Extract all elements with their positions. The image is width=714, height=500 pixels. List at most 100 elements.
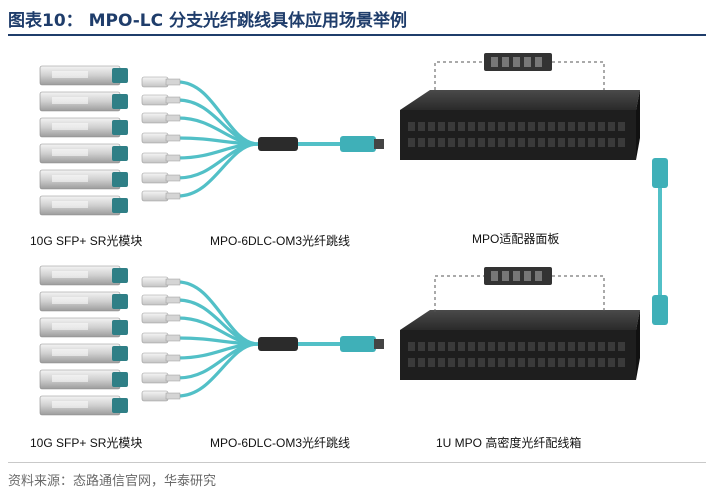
top-box-port <box>588 138 595 147</box>
top-box-port <box>608 122 615 131</box>
bottom-box-port <box>518 342 525 351</box>
bottom-sfp-latch <box>112 294 128 309</box>
top-box-port <box>488 138 495 147</box>
bottom-box-port <box>418 342 425 351</box>
bottom-box-port <box>438 358 445 367</box>
top-lc-boot <box>165 154 181 162</box>
bottom-box-port <box>478 358 485 367</box>
top-sfp-label-plate <box>52 97 88 104</box>
bottom-box-port <box>458 358 465 367</box>
bottom-box-port <box>478 342 485 351</box>
bottom-lc-boot <box>165 334 181 342</box>
top-sfp-label-plate <box>52 71 88 78</box>
right-mpo-top <box>652 158 668 188</box>
top-fiber-strand <box>177 80 259 146</box>
bottom-box-port <box>518 358 525 367</box>
bottom-box-port <box>598 358 605 367</box>
top-box-port <box>538 138 545 147</box>
bottom-rule <box>8 462 706 463</box>
top-sfp-latch <box>112 94 128 109</box>
bottom-box-port <box>548 342 555 351</box>
top-box-port <box>568 138 575 147</box>
top-box-port <box>468 122 475 131</box>
top-cable-assembly <box>39 65 384 216</box>
bottom-adapter-slot <box>491 271 498 281</box>
top-box-port <box>438 122 445 131</box>
top-box-port <box>418 138 425 147</box>
top-box-port <box>538 122 545 131</box>
top-box-port <box>488 122 495 131</box>
title-rule <box>8 34 706 36</box>
bottom-adapter-slot <box>513 271 520 281</box>
bottom-fanout-body <box>258 337 298 351</box>
bottom-lc-boot <box>165 374 181 382</box>
bottom-box-top <box>400 310 640 330</box>
top-box-port <box>518 122 525 131</box>
top-box-port <box>438 138 445 147</box>
bottom-box-port <box>568 358 575 367</box>
top-mpo-connector <box>340 136 376 152</box>
bottom-box-port <box>428 358 435 367</box>
bottom-box-port <box>618 342 625 351</box>
bottom-lc-boot <box>165 392 181 400</box>
top-box-port <box>498 122 505 131</box>
bottom-sfp-latch <box>112 346 128 361</box>
top-box-port <box>528 138 535 147</box>
bottom-sfp-label-plate <box>52 297 88 304</box>
top-box-port <box>458 122 465 131</box>
bottom-lc-connector <box>141 390 169 402</box>
top-sfp-label-plate <box>52 201 88 208</box>
top-box-port <box>428 122 435 131</box>
top-box-port <box>608 138 615 147</box>
bottom-box-port <box>408 342 415 351</box>
bottom-box-port <box>528 342 535 351</box>
top-box-port <box>418 122 425 131</box>
label-sfp-top: 10G SFP+ SR光模块 <box>30 234 143 248</box>
top-box-side <box>636 90 640 160</box>
bottom-box-port <box>618 358 625 367</box>
bottom-adapter-slot <box>535 271 542 281</box>
bottom-lc-connector <box>141 312 169 324</box>
top-sfp-latch <box>112 172 128 187</box>
bottom-leader-right <box>552 275 605 312</box>
bottom-sfp-latch <box>112 320 128 335</box>
bottom-box-port <box>468 358 475 367</box>
bottom-lc-boot <box>165 354 181 362</box>
top-box-port <box>478 138 485 147</box>
top-box-port <box>508 122 515 131</box>
bottom-box-port <box>448 358 455 367</box>
top-adapter-slot <box>524 57 531 67</box>
top-box-port <box>578 138 585 147</box>
bottom-box-port <box>498 358 505 367</box>
bottom-box-port <box>428 342 435 351</box>
bottom-lc-connector <box>141 294 169 306</box>
bottom-box-port <box>508 342 515 351</box>
top-lc-boot <box>165 134 181 142</box>
top-fanout-body <box>258 137 298 151</box>
bottom-box-port <box>418 358 425 367</box>
top-lc-boot <box>165 174 181 182</box>
bottom-lc-boot <box>165 278 181 286</box>
top-box-port <box>578 122 585 131</box>
top-leader-left <box>434 61 484 90</box>
bottom-sfp-label-plate <box>52 323 88 330</box>
top-lc-connector <box>141 94 169 106</box>
top-sfp-latch <box>112 198 128 213</box>
top-sfp-latch <box>112 120 128 135</box>
top-sfp-label-plate <box>52 149 88 156</box>
top-box-port <box>468 138 475 147</box>
bottom-box-port <box>568 342 575 351</box>
top-sfp-latch <box>112 68 128 83</box>
top-sfp-label-plate <box>52 175 88 182</box>
top-box-port <box>588 122 595 131</box>
label-cable-top: MPO-6DLC-OM3光纤跳线 <box>210 234 351 248</box>
top-box-port <box>408 138 415 147</box>
bottom-sfp-latch <box>112 398 128 413</box>
bottom-box-port <box>578 358 585 367</box>
top-box-port <box>408 122 415 131</box>
bottom-adapter-slot <box>524 271 531 281</box>
top-adapter-slot <box>535 57 542 67</box>
top-lc-connector <box>141 152 169 164</box>
bottom-lc-connector <box>141 372 169 384</box>
top-box-port <box>518 138 525 147</box>
